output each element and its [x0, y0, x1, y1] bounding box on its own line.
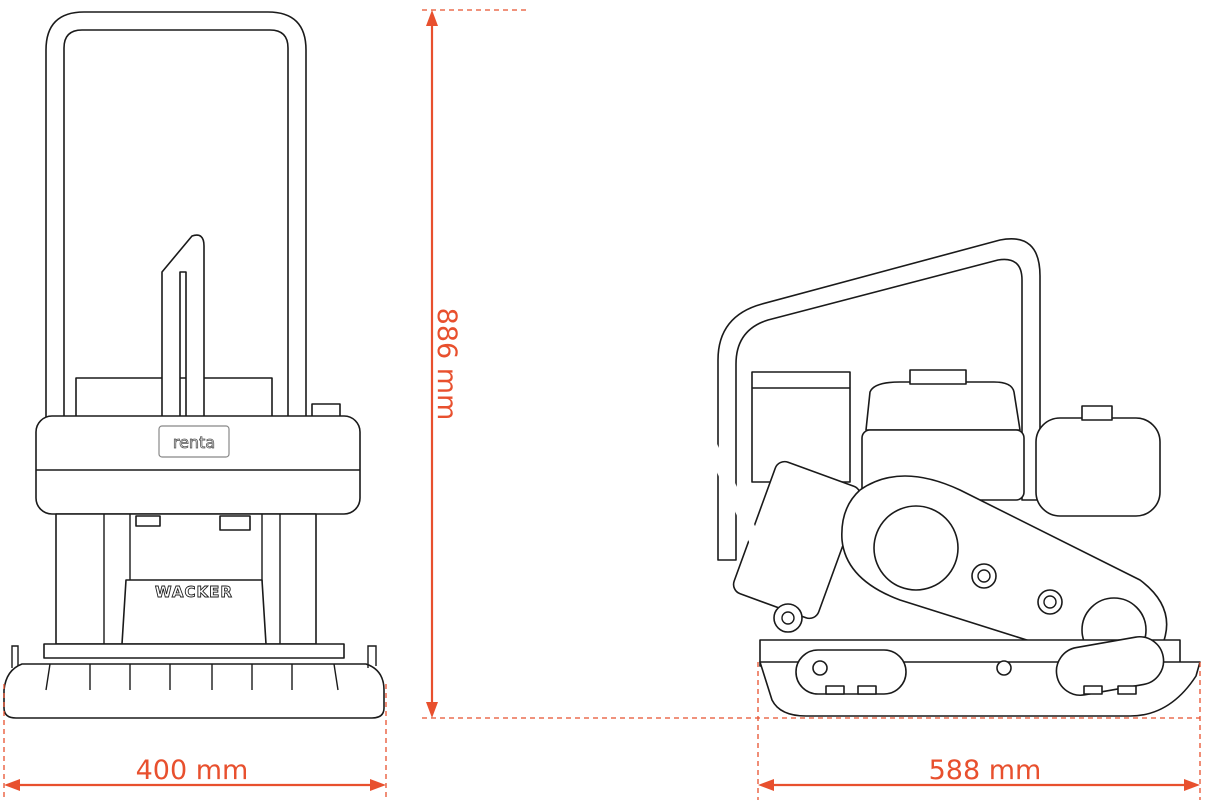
side-air-filter: [751, 371, 851, 483]
front-base-plate: [3, 663, 385, 719]
side-water-tank: [1035, 417, 1161, 517]
side-fuel-tank: [865, 381, 1021, 431]
front-base-top: [43, 643, 345, 659]
handle-pivot: [773, 603, 803, 633]
side-engine: [732, 460, 862, 620]
side-mount-right: [1055, 635, 1165, 697]
dimension-lines: 400 mm 886 mm 588 mm: [3, 9, 1201, 800]
length-label: 588 mm: [929, 755, 1042, 786]
engine-pulley: [873, 505, 959, 591]
side-guide-frame: [717, 238, 1041, 561]
front-guide-handle: [161, 234, 205, 421]
height-label: 886 mm: [431, 308, 462, 421]
wacker-logo: WACKER: [155, 583, 233, 601]
width-label: 400 mm: [136, 755, 249, 786]
front-view: renta WACKER: [3, 11, 385, 719]
renta-logo-plate: [158, 425, 230, 458]
side-view: [508, 12, 1201, 717]
renta-logo: renta: [173, 433, 215, 452]
side-mount-left: [795, 649, 907, 695]
